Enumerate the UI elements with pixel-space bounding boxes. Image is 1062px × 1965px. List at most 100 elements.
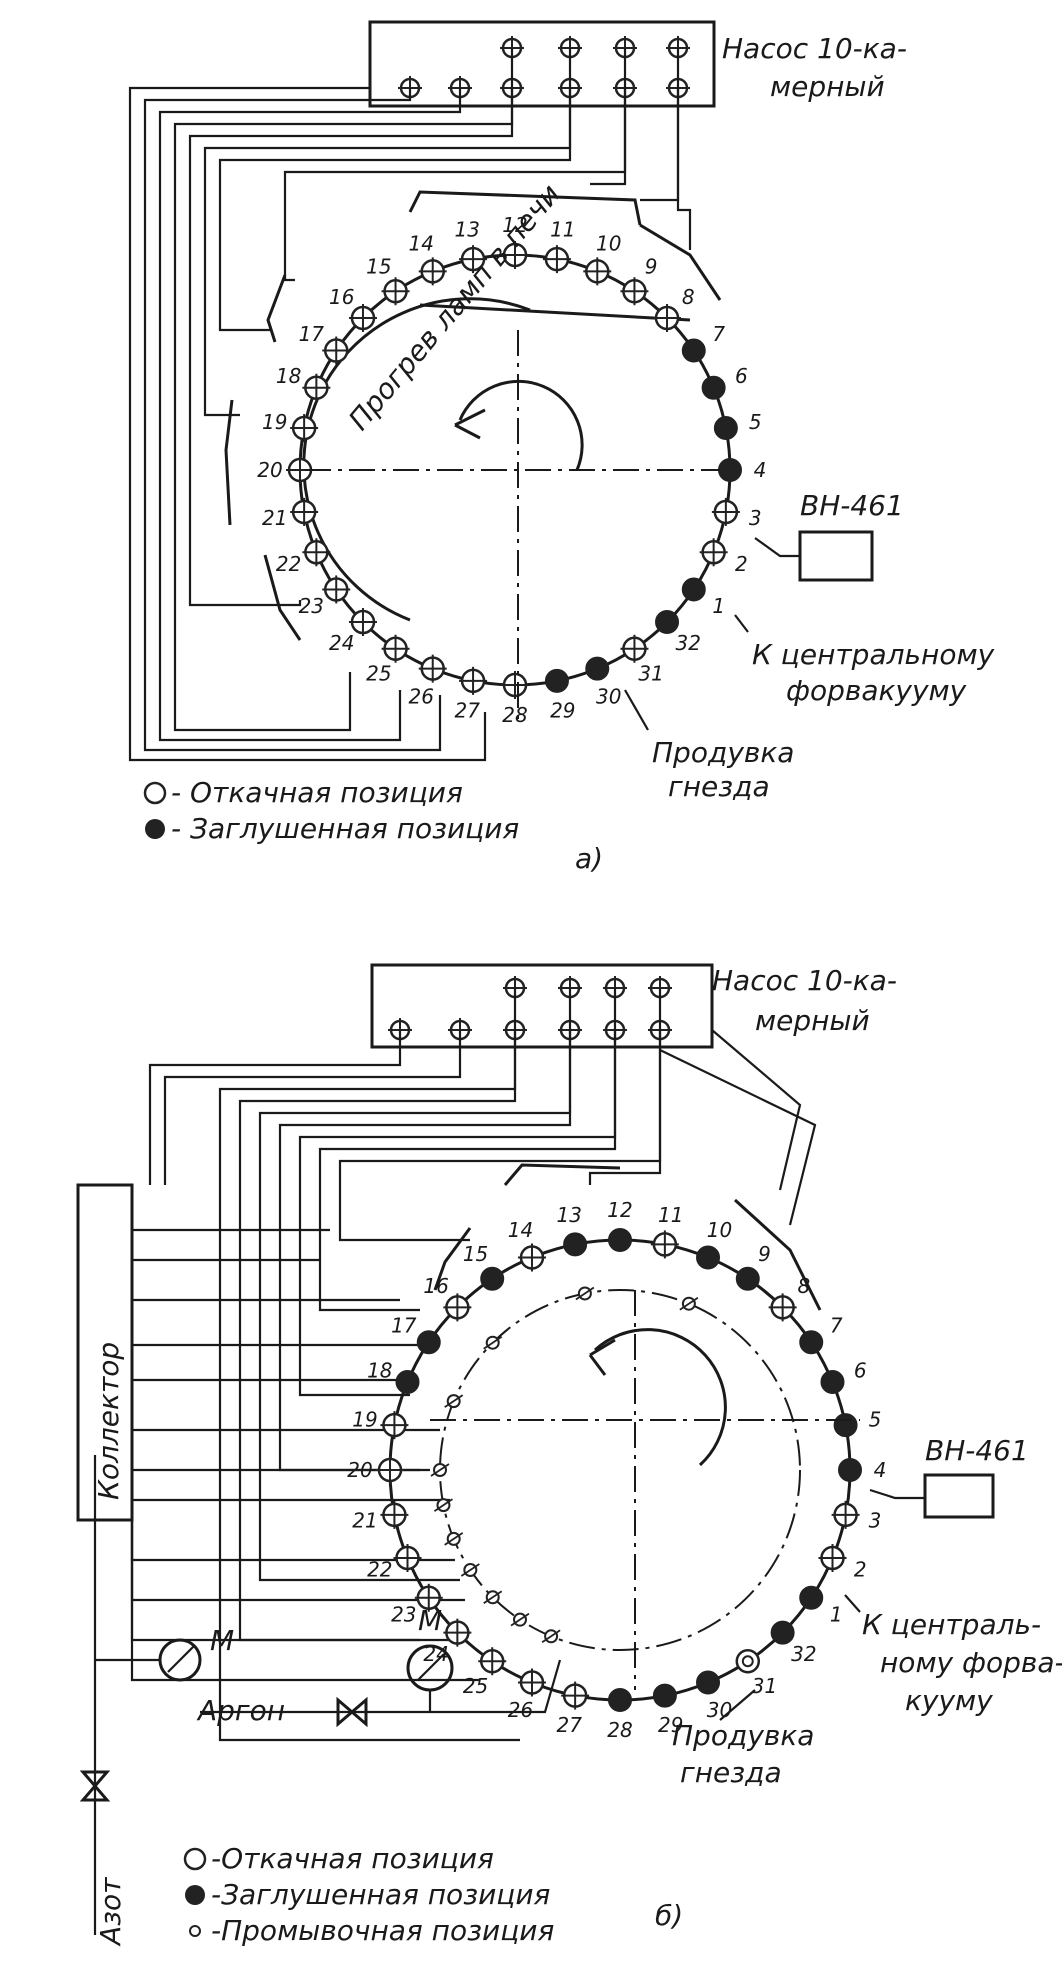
position-label-a-1: 1: [712, 594, 725, 618]
collector-label: Коллектор: [92, 1342, 125, 1500]
wash-position-b-23: [460, 1563, 480, 1578]
rotation-arrowhead-b: [588, 1338, 616, 1376]
position-label-b-19: 19: [352, 1407, 377, 1431]
position-a-25: [381, 634, 410, 663]
position-label-b-4: 4: [874, 1458, 887, 1482]
position-label-b-31: 31: [752, 1674, 777, 1698]
position-label-a-5: 5: [749, 410, 762, 434]
position-label-b-10: 10: [707, 1218, 732, 1242]
position-label-a-30: 30: [596, 684, 621, 708]
position-a-31: [620, 634, 649, 663]
position-label-b-7: 7: [830, 1314, 843, 1338]
position-label-b-18: 18: [367, 1359, 392, 1383]
position-b-30: [696, 1670, 721, 1695]
position-a-2: [699, 538, 728, 567]
position-b-25: [478, 1647, 507, 1676]
legend-text-a-1: - Откачная позиция: [171, 776, 463, 809]
position-b-3: [831, 1500, 860, 1529]
wash-position-b-18: [444, 1394, 464, 1409]
position-label-a-26: 26: [409, 684, 434, 708]
position-label-a-28: 28: [502, 703, 527, 727]
pump-label-a-2: мерный: [770, 70, 885, 103]
position-b-13: [563, 1232, 588, 1257]
position-a-28: [501, 671, 529, 699]
position-a-24: [348, 608, 377, 637]
position-a-30: [585, 656, 610, 681]
position-label-b-13: 13: [557, 1203, 582, 1227]
position-a-7: [681, 338, 706, 363]
wash-position-b-25: [510, 1612, 530, 1627]
position-b-23: [414, 1583, 443, 1612]
position-a-1: [681, 577, 706, 602]
position-label-b-9: 9: [758, 1242, 771, 1266]
position-a-29: [544, 668, 569, 693]
wash-position-b-16: [483, 1335, 503, 1350]
position-label-a-3: 3: [749, 506, 762, 530]
position-label-a-18: 18: [276, 364, 301, 388]
position-label-a-10: 10: [596, 232, 621, 256]
position-b-8: [768, 1293, 797, 1322]
position-label-a-24: 24: [329, 631, 354, 655]
position-label-a-4: 4: [754, 458, 767, 482]
position-label-a-20: 20: [257, 458, 282, 482]
position-label-b-25: 25: [463, 1674, 488, 1698]
group-brackets-a: [224, 190, 722, 641]
wash-position-b-24: [483, 1590, 503, 1605]
gauge-nitrogen: [158, 1638, 202, 1682]
legend-text-b-3: -Промывочная позиция: [211, 1914, 554, 1947]
position-label-b-32: 32: [791, 1642, 816, 1666]
position-label-b-28: 28: [607, 1718, 632, 1742]
position-label-a-15: 15: [366, 254, 391, 278]
position-label-a-14: 14: [409, 232, 434, 256]
position-a-16: [348, 303, 377, 332]
position-a-3: [711, 497, 740, 526]
position-b-6: [820, 1369, 845, 1394]
fore-label-a-1: К центральному: [752, 638, 995, 671]
position-a-14: [418, 257, 447, 286]
position-label-a-27: 27: [454, 698, 480, 722]
pump-label-b-2: мерный: [755, 1004, 870, 1037]
position-label-a-11: 11: [550, 218, 575, 242]
pump-ports-a: [398, 36, 690, 100]
pump-label-b-1: Насос 10-ка-: [712, 964, 897, 997]
position-a-15: [381, 277, 410, 306]
position-b-17: [416, 1330, 441, 1355]
position-b-24: [443, 1618, 472, 1647]
pump-ports-b: [388, 976, 672, 1042]
caption-b: б): [655, 1899, 683, 1932]
position-label-b-5: 5: [869, 1407, 882, 1431]
nitrogen-label: Азот: [94, 1877, 127, 1947]
position-label-a-6: 6: [735, 364, 748, 388]
position-label-a-19: 19: [262, 410, 287, 434]
position-b-21: [380, 1500, 409, 1529]
position-b-32: [770, 1620, 795, 1645]
pump-box-a: [368, 20, 716, 108]
group-brackets-b: [433, 1163, 822, 1311]
vn461-label-a: ВН-461: [800, 489, 904, 522]
position-label-a-32: 32: [676, 631, 701, 655]
pump-label-a-1: Насос 10-ка-: [722, 32, 907, 65]
position-label-a-12: 12: [502, 213, 527, 237]
legend-filled-icon-a: [145, 819, 165, 839]
ring-positions-a: 1234567891011121314151617181920212223242…: [257, 213, 766, 727]
position-b-28: [608, 1688, 632, 1712]
collector-outlets: [130, 1228, 480, 1682]
fore-label-b-3: кууму: [905, 1684, 993, 1717]
position-b-5: [833, 1413, 858, 1438]
collector-box: [76, 1183, 134, 1522]
position-label-b-27: 27: [557, 1713, 583, 1737]
position-a-26: [418, 654, 447, 683]
wash-position-b-22: [444, 1531, 464, 1546]
position-label-b-8: 8: [797, 1274, 810, 1298]
position-a-21: [290, 497, 319, 526]
rotation-arrow-b: [593, 1328, 727, 1467]
caption-a: а): [575, 842, 603, 875]
position-a-4: [718, 458, 742, 482]
position-label-a-22: 22: [276, 552, 301, 576]
fore-label-b-2: ному форва-: [880, 1646, 1062, 1679]
position-b-27: [561, 1681, 590, 1710]
pump-box-b: [370, 963, 714, 1049]
purge-label-a-2: гнезда: [668, 770, 770, 803]
position-label-a-21: 21: [262, 506, 287, 530]
